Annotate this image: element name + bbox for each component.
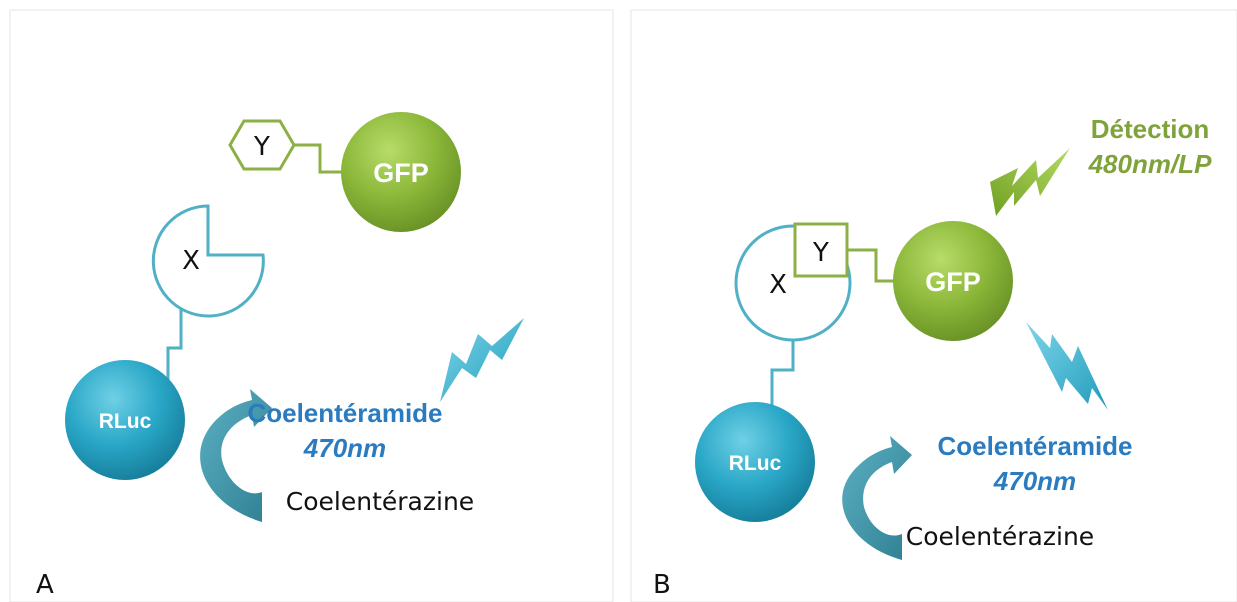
reaction-arrow (842, 436, 912, 560)
panel-b-label: B (653, 570, 671, 600)
x-rluc-linker (166, 308, 183, 380)
substrate-label: Coelentérazine (286, 487, 474, 516)
blue-emission-bolt (440, 318, 524, 402)
rluc-label: RLuc (99, 410, 152, 433)
gfp-label: GFP (925, 267, 981, 297)
x-label: X (182, 246, 200, 276)
substrate-label: Coelentérazine (906, 522, 1094, 551)
gfp-label: GFP (373, 158, 429, 188)
detection-value: 480nm/LP (1088, 149, 1212, 179)
y-gfp-linker (294, 143, 342, 174)
green-detection-bolt (990, 148, 1070, 216)
y-gfp-linker (847, 248, 894, 283)
rluc-protein (695, 402, 815, 522)
panel-a-frame (9, 9, 614, 602)
gfp-protein (893, 221, 1013, 341)
detection-label: Détection (1091, 114, 1209, 144)
panel-a-label: A (36, 570, 54, 600)
rluc-protein (65, 360, 185, 480)
panel-a: Y GFP X RLuc Coelentéramide 470nm Coelen… (9, 9, 614, 602)
product-label: Coelentéramide (247, 398, 442, 428)
product-label: Coelentéramide (937, 431, 1132, 461)
reaction-arrow (200, 389, 272, 522)
gfp-protein (341, 112, 461, 232)
product-wavelength: 470nm (993, 466, 1076, 496)
y-label: Y (812, 238, 829, 268)
y-label: Y (253, 132, 270, 162)
x-label: X (769, 270, 787, 300)
product-wavelength: 470nm (303, 433, 386, 463)
rluc-label: RLuc (729, 452, 782, 475)
x-rluc-linker (770, 340, 795, 420)
x-protein (151, 204, 265, 318)
panel-b: X Y GFP RLuc Détection 480nm/LP Coelenté… (630, 9, 1237, 602)
blue-emission-bolt (1026, 322, 1108, 410)
